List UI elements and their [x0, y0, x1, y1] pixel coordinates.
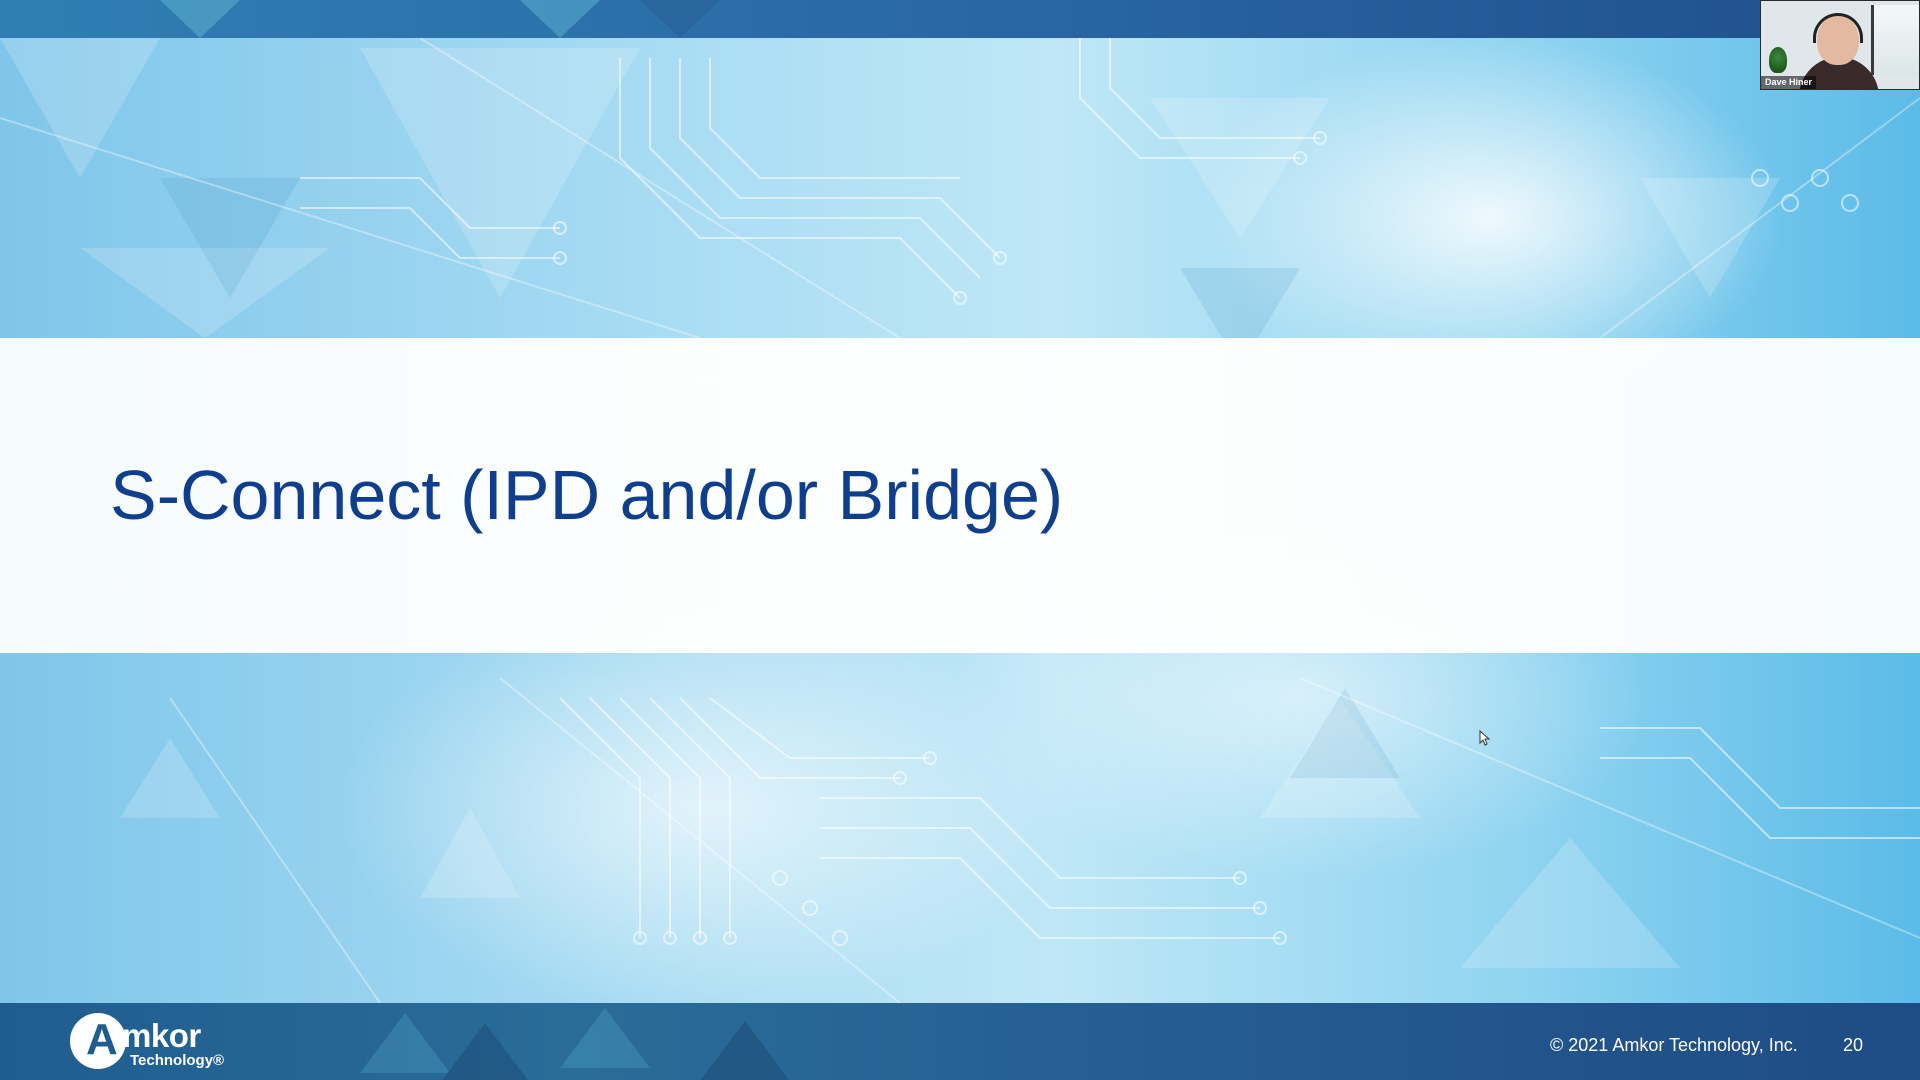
video-background-plant: [1769, 47, 1787, 73]
decor-triangle: [360, 1013, 450, 1073]
title-band: [0, 338, 1920, 653]
logo-letter: A: [86, 1015, 118, 1064]
slide-top-band: [0, 0, 1920, 38]
mouse-cursor-icon: [1479, 730, 1491, 746]
copyright-text: © 2021 Amkor Technology, Inc.: [1550, 1035, 1798, 1055]
decor-triangle: [440, 1023, 530, 1080]
decor-triangle: [520, 0, 600, 38]
circuit-pattern: [0, 38, 1920, 1003]
slide-footer: [0, 1003, 1920, 1080]
headset-icon: [1813, 13, 1863, 43]
participant-name: Dave Hiner: [1761, 76, 1817, 89]
decor-triangle: [160, 0, 240, 38]
logo-subtitle: Technology®: [130, 1052, 225, 1069]
logo-badge: [70, 1013, 126, 1069]
slide-title: S-Connect (IPD and/or Bridge): [110, 456, 1064, 534]
amkor-logo: A mkor Technology®: [70, 1010, 240, 1074]
participant-video-tile[interactable]: Dave Hiner: [1760, 0, 1920, 90]
decor-triangle: [640, 0, 720, 38]
decor-triangle: [560, 1008, 650, 1068]
decor-triangle: [700, 1021, 790, 1080]
logo-wordmark: mkor: [122, 1017, 201, 1054]
page-number: 20: [1843, 1035, 1864, 1055]
video-background-window: [1871, 5, 1919, 75]
